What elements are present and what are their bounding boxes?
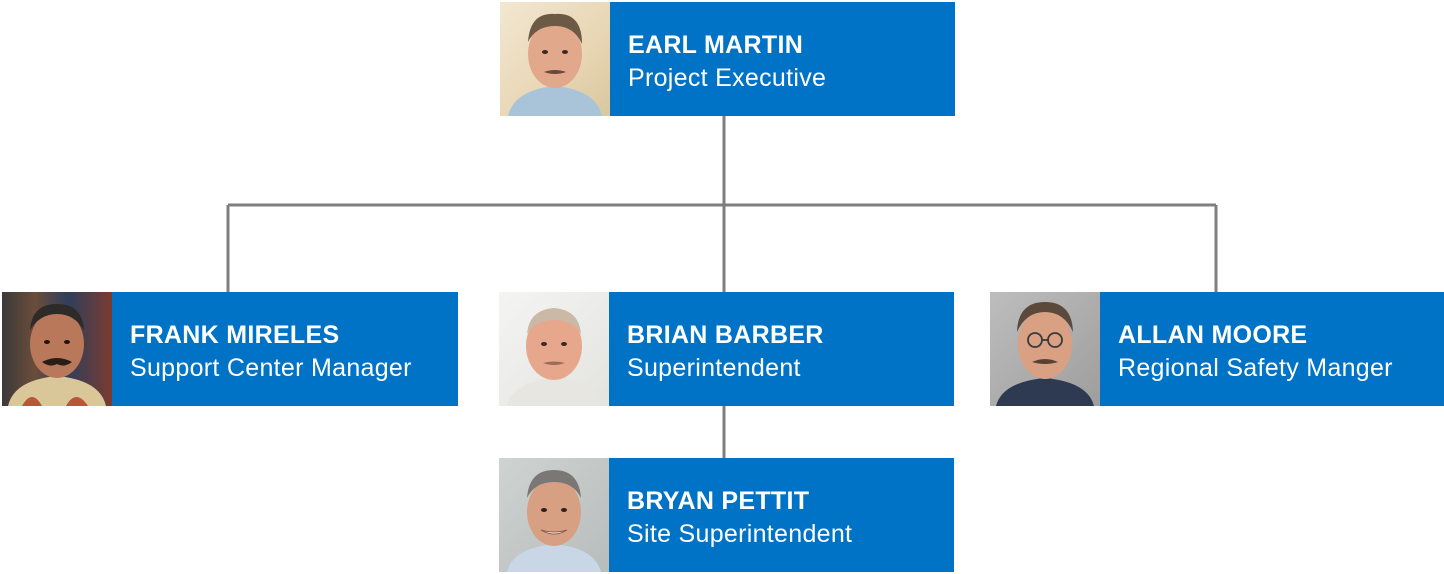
- person-role: Site Superintendent: [627, 520, 853, 548]
- node-allan-moore: ALLAN MOORE Regional Safety Manger: [990, 292, 1444, 406]
- node-earl-martin: EARL MARTIN Project Executive: [500, 2, 955, 116]
- person-name: FRANK MIRELES: [130, 321, 340, 349]
- node-brian-barber: BRIAN BARBER Superintendent: [499, 292, 954, 406]
- portrait-photo: [507, 470, 601, 572]
- person-role: Project Executive: [628, 64, 827, 92]
- portrait-photo: [996, 302, 1094, 406]
- portrait-photo: [508, 13, 602, 116]
- person-name: BRYAN PETTIT: [627, 487, 810, 515]
- portrait-photo-earl-martin: [500, 2, 610, 116]
- person-role: Support Center Manager: [130, 354, 412, 382]
- portrait-photo-allan-moore: [990, 292, 1100, 406]
- portrait-photo: [8, 304, 106, 406]
- portrait-photo-brian-barber: [499, 292, 609, 406]
- portrait-photo-bryan-pettit: [499, 458, 609, 572]
- node-frank-mireles: FRANK MIRELES Support Center Manager: [2, 292, 458, 406]
- person-name: ALLAN MOORE: [1118, 321, 1308, 349]
- portrait-photo-frank-mireles: [2, 292, 112, 406]
- person-role: Regional Safety Manger: [1118, 354, 1393, 382]
- portrait-photo: [507, 308, 601, 406]
- person-name: BRIAN BARBER: [627, 321, 824, 349]
- person-name: EARL MARTIN: [628, 31, 804, 59]
- person-role: Superintendent: [627, 354, 801, 382]
- node-bryan-pettit: BRYAN PETTIT Site Superintendent: [499, 458, 954, 572]
